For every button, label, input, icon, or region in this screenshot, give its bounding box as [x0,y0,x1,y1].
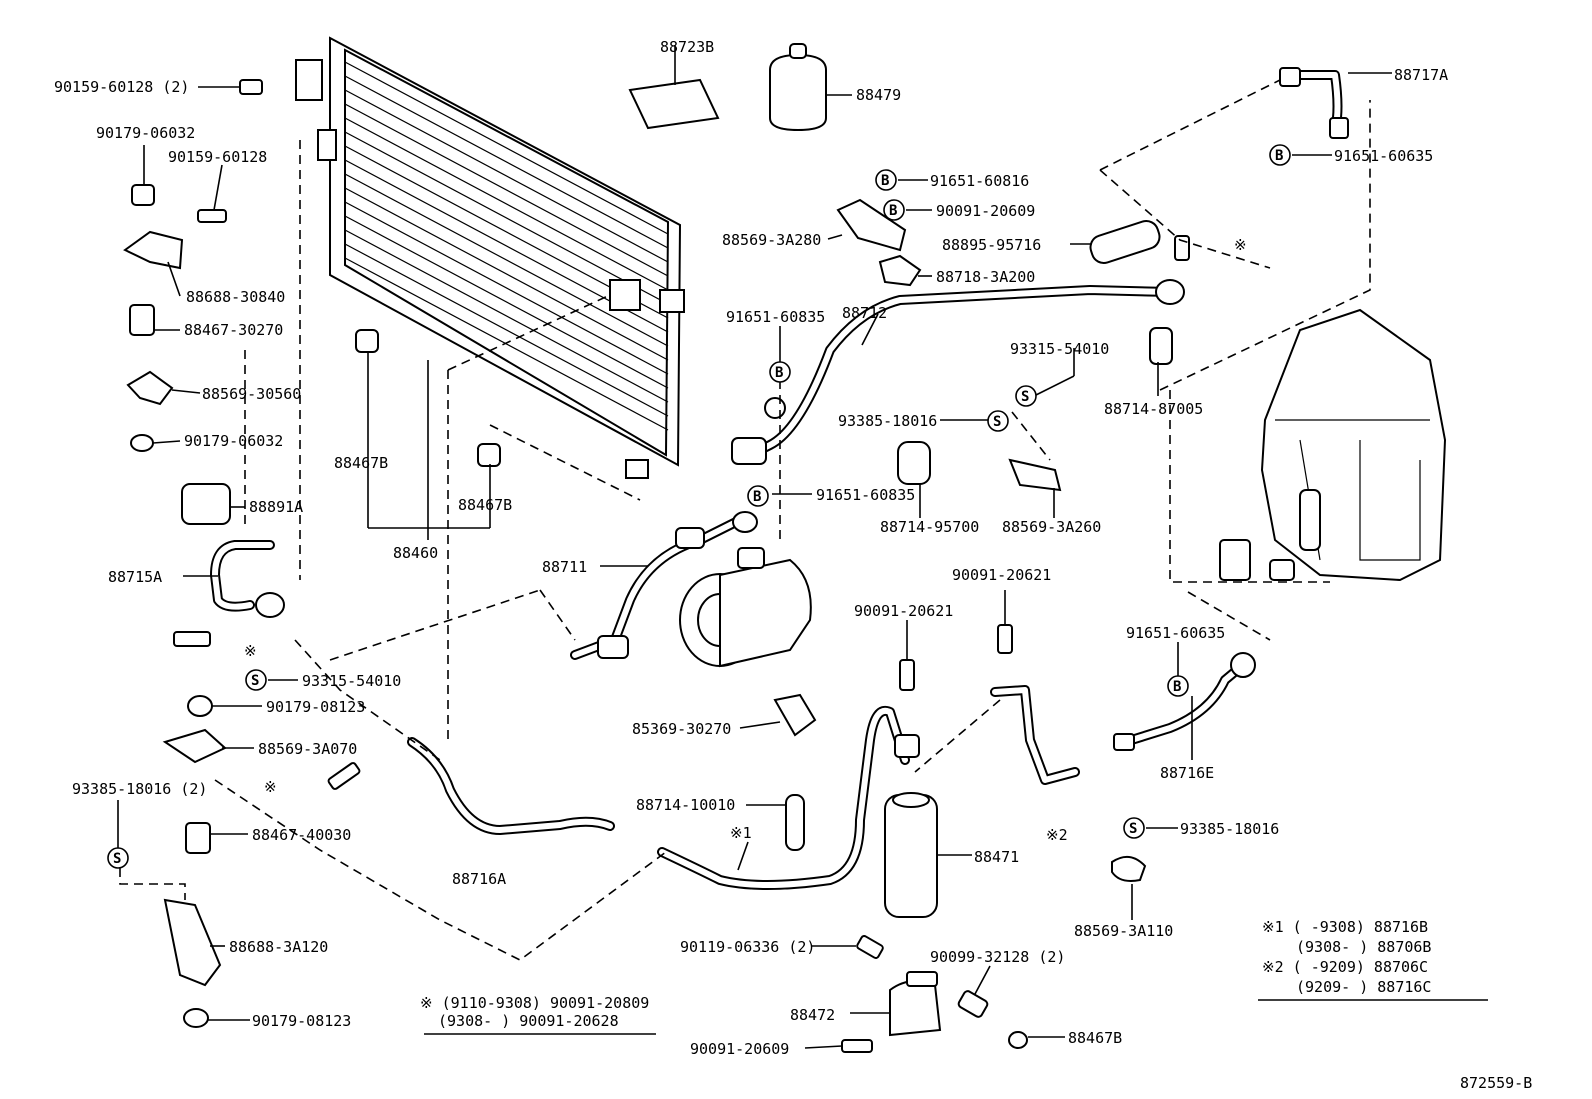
leader-lines [117,45,1392,1049]
callout-88471: 88471 [974,848,1019,866]
top-middle-parts [628,43,1190,287]
note-right-2a: ※2 ( -9209) 88706C [1262,958,1428,976]
callout-85369-30270: 85369-30270 [632,720,731,738]
callout-88716e: 88716E [1160,764,1214,782]
ref-2-symbol: ※2 [1046,826,1068,844]
svg-text:S: S [251,673,259,689]
note-left-row2: (9308- ) 90091-20628 [438,1012,619,1030]
callout-88711: 88711 [542,558,587,576]
svg-text:B: B [1173,679,1181,695]
ref-symbol-left-a: ※ [244,642,257,660]
circle-markers: B B B B B B S S S S S [107,144,1291,869]
callout-88467-40030: 88467-40030 [252,826,351,844]
callout-88714-10010: 88714-10010 [636,796,735,814]
callout-88723b: 88723B [660,38,714,56]
callout-88472: 88472 [790,1006,835,1024]
callout-88467b-b: 88467B [458,496,512,514]
callout-91651-60816: 91651-60816 [930,172,1029,190]
compressor [679,547,812,668]
callout-88688-3a120: 88688-3A120 [229,938,328,956]
svg-text:S: S [113,851,121,867]
callout-90159-60128-2: 90159-60128 (2) [54,78,189,96]
svg-text:S: S [993,414,1001,430]
callout-93385-18016-2: 93385-18016 (2) [72,780,207,798]
callout-90099-32128-2: 90099-32128 (2) [930,948,1065,966]
svg-text:B: B [889,203,897,219]
evaporator-unit [1219,308,1447,582]
reference-symbols: ※ ※ ※ ※1 ※2 [244,236,1247,844]
callout-90179-08123-a: 90179-08123 [266,698,365,716]
callout-88712: 88712 [842,304,887,322]
callout-88569-3a110: 88569-3A110 [1074,922,1173,940]
notes-left: ※ (9110-9308) 90091-20809 (9308- ) 90091… [420,994,656,1035]
callout-88891a: 88891A [249,498,303,516]
callout-93315-54010-left: 93315-54010 [302,672,401,690]
callout-88688-30840: 88688-30840 [186,288,285,306]
callout-91651-60835-mid: 91651-60835 [816,486,915,504]
svg-text:S: S [1129,821,1137,837]
callout-88895-95716: 88895-95716 [942,236,1041,254]
left-column-parts [123,79,361,1028]
ref-1-symbol: ※1 [730,824,752,842]
callout-88714-87005: 88714-87005 [1104,400,1203,418]
callout-90179-06032-a: 90179-06032 [96,124,195,142]
callout-88460: 88460 [393,544,438,562]
callout-labels: 90159-60128 (2) 90179-06032 90159-60128 … [54,38,1448,1058]
callout-88467b-c: 88467B [1068,1029,1122,1047]
callout-90091-20609-bottom: 90091-20609 [690,1040,789,1058]
svg-text:B: B [881,173,889,189]
callout-91651-60835-top: 91651-60835 [726,308,825,326]
svg-text:B: B [1275,148,1283,164]
note-right-1b: (9308- ) 88706B [1296,938,1431,956]
callout-88716a: 88716A [452,870,506,888]
svg-text:B: B [753,489,761,505]
callout-88718-3a200: 88718-3A200 [936,268,1035,286]
callout-90091-20609-top: 90091-20609 [936,202,1035,220]
callout-88569-3a280: 88569-3A280 [722,231,821,249]
callout-88717a: 88717A [1394,66,1448,84]
note-right-2b: (9209- ) 88716C [1296,978,1431,996]
ref-symbol-left-b: ※ [264,778,277,796]
callout-88569-3a070: 88569-3A070 [258,740,357,758]
note-right-1a: ※1 ( -9308) 88716B [1262,918,1428,936]
callout-88715a: 88715A [108,568,162,586]
callout-90091-20621-a: 90091-20621 [952,566,1051,584]
callout-90179-06032-b: 90179-06032 [184,432,283,450]
callout-88467-30270: 88467-30270 [184,321,283,339]
callout-90091-20621-b: 90091-20621 [854,602,953,620]
diagram-id: 872559-B [1460,1074,1532,1092]
callout-93315-54010-mid: 93315-54010 [1010,340,1109,358]
callout-90159-60128: 90159-60128 [168,148,267,166]
hoses [407,67,1349,890]
notes-right: ※1 ( -9308) 88716B (9308- ) 88706B ※2 ( … [1258,918,1488,1001]
callout-93385-18016-mid: 93385-18016 [838,412,937,430]
callout-88569-30560: 88569-30560 [202,385,301,403]
callout-88479: 88479 [856,86,901,104]
svg-text:S: S [1021,389,1029,405]
receiver-dryer [773,441,1147,1053]
ref-symbol-right: ※ [1234,236,1247,254]
note-left-row1: ※ (9110-9308) 90091-20809 [420,994,649,1012]
callout-88714-95700: 88714-95700 [880,518,979,536]
callout-88569-3a260: 88569-3A260 [1002,518,1101,536]
callout-88467b-a: 88467B [334,454,388,472]
callout-91651-60635-top: 91651-60635 [1334,147,1433,165]
callout-91651-60635-bottom: 91651-60635 [1126,624,1225,642]
callout-93385-18016-right: 93385-18016 [1180,820,1279,838]
svg-text:B: B [775,365,783,381]
callout-90179-08123-b: 90179-08123 [252,1012,351,1030]
condenser-88460 [295,36,685,479]
callout-90119-06336-2: 90119-06336 (2) [680,938,815,956]
